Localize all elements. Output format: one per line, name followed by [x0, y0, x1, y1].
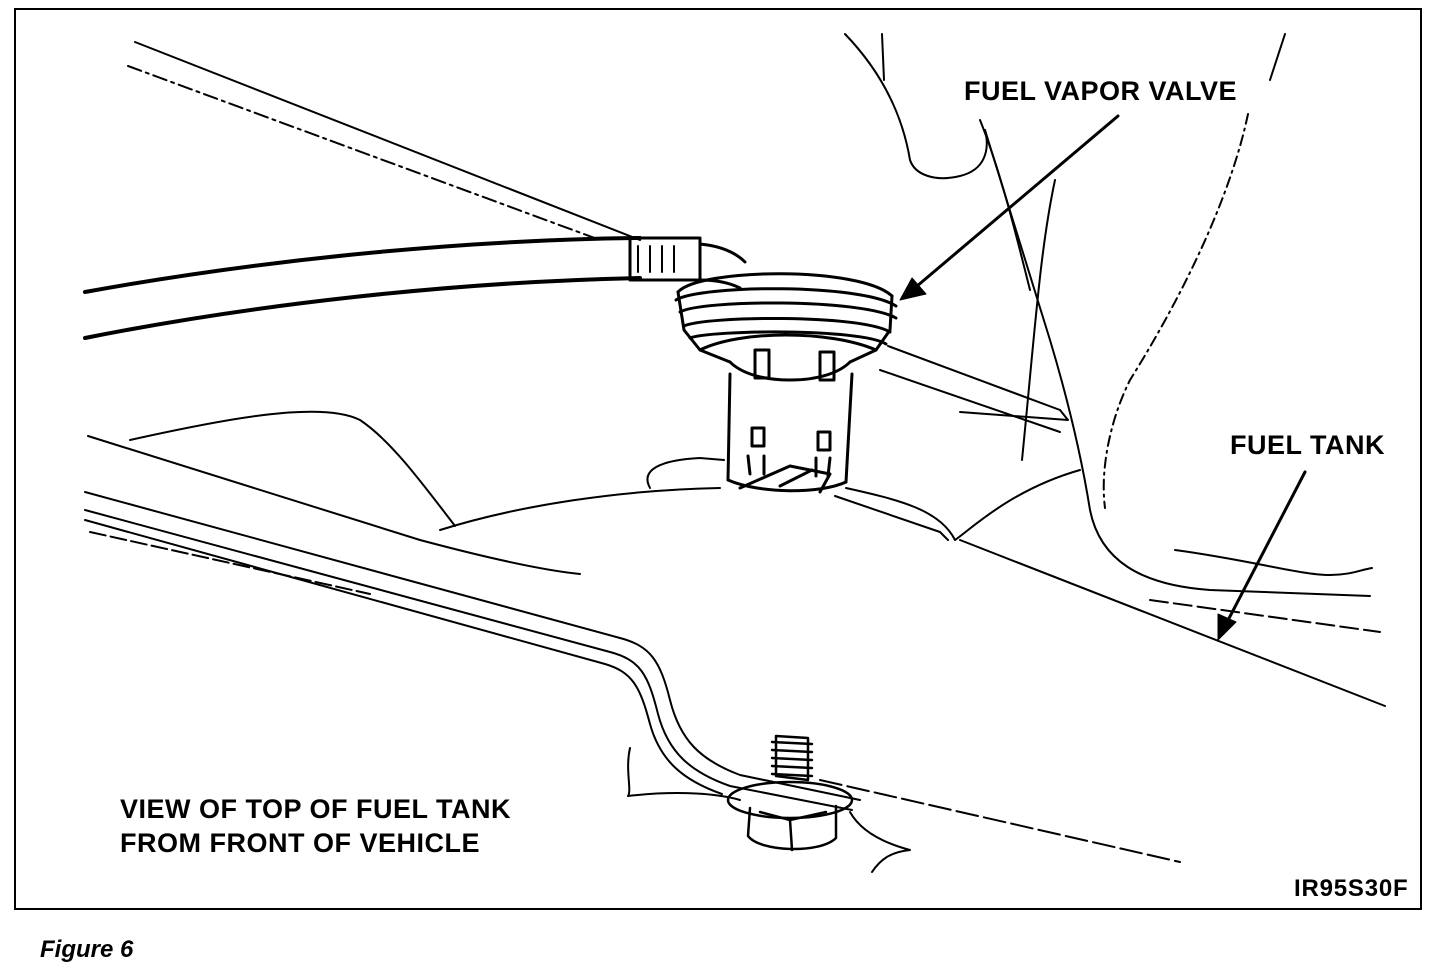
fuel-vapor-valve-label: FUEL VAPOR VALVE [964, 76, 1238, 106]
tank-right-lines [879, 345, 1381, 633]
view-description-line1: VIEW OF TOP OF FUEL TANK [120, 794, 512, 824]
tank-top-contour [87, 410, 1386, 707]
figure-code: IR95S30F [1294, 875, 1409, 902]
vapor-hose [83, 236, 747, 340]
fuel-tank-pointer [1217, 470, 1307, 641]
upper-body-line [127, 41, 641, 241]
figure-caption: Figure 6 [40, 936, 134, 963]
strap-bolt [726, 734, 854, 852]
view-description-line2: FROM FRONT OF VEHICLE [120, 828, 480, 858]
vapor-valve-pointer [899, 114, 1120, 301]
fuel-vapor-valve [674, 272, 898, 494]
filler-neck [844, 33, 1371, 597]
fuel-tank-label: FUEL TANK [1230, 430, 1385, 460]
tank-strap [84, 491, 1181, 873]
